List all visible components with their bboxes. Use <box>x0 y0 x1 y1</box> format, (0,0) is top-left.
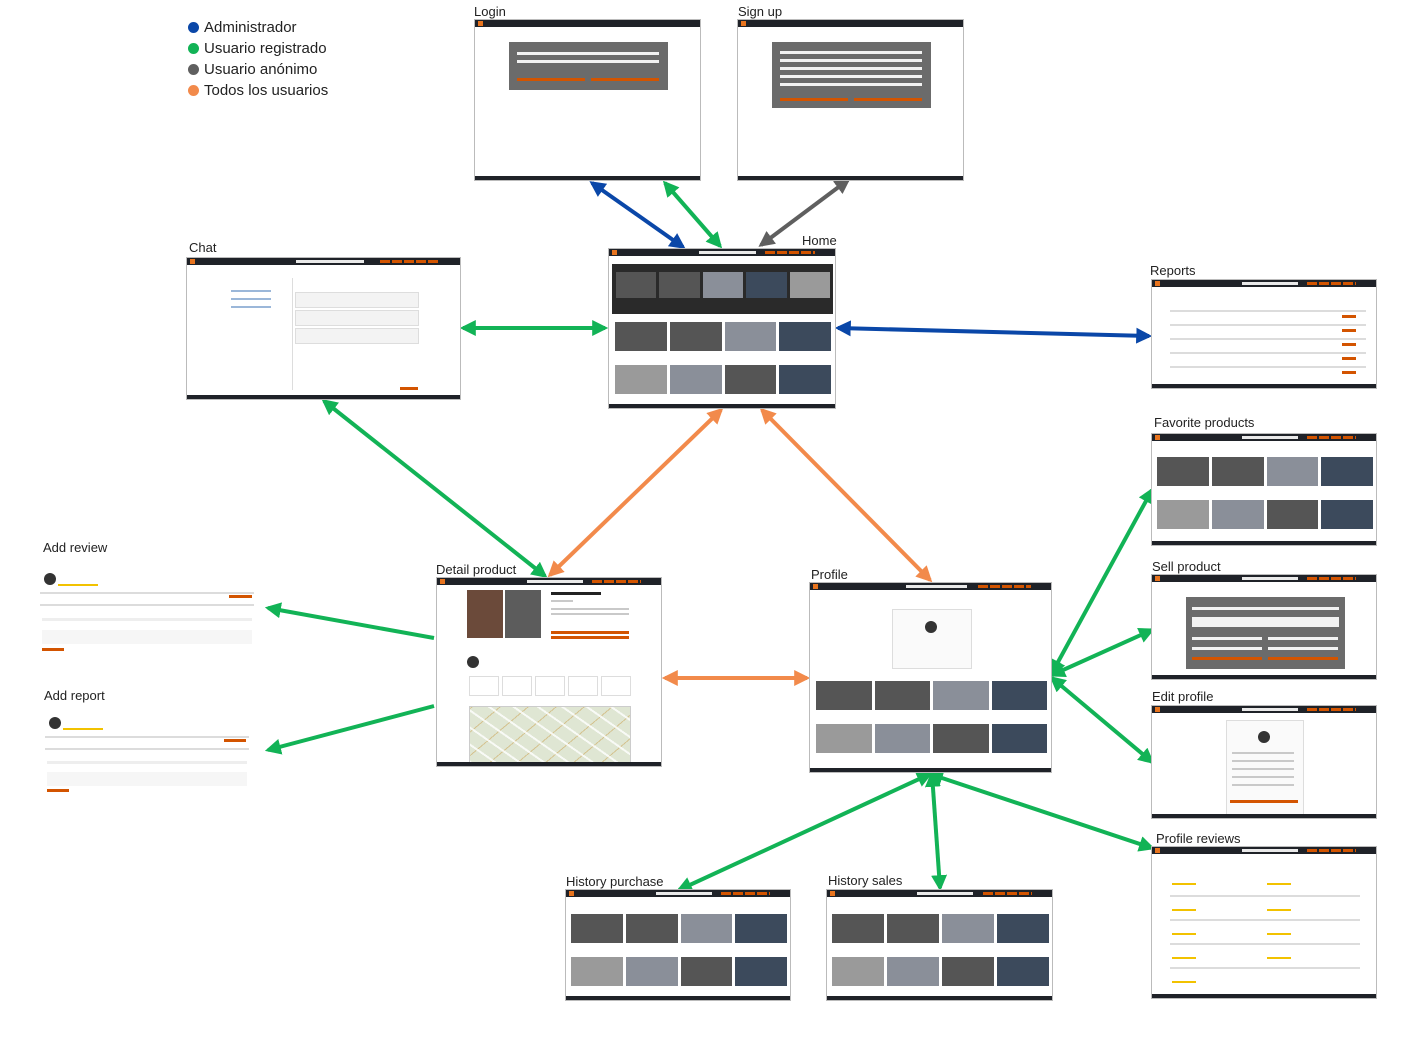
profile-reviews-title: Profile reviews <box>1156 831 1241 846</box>
home-title: Home <box>802 233 837 248</box>
arrow-login-home-admin <box>589 181 686 249</box>
signup-title: Sign up <box>738 4 783 19</box>
chat-title: Chat <box>189 240 217 255</box>
reports-screenshot <box>1151 279 1377 389</box>
history-sales-screenshot <box>826 889 1053 1001</box>
legend-label: Todos los usuarios <box>204 82 329 99</box>
legend-item-registered: Usuario registrado <box>188 38 328 59</box>
sell-product-screenshot <box>1151 574 1377 680</box>
profile-screenshot <box>809 582 1052 773</box>
arrow-profile-edit <box>1049 675 1155 765</box>
add-review-title: Add review <box>43 540 108 555</box>
profile-title: Profile <box>811 567 848 582</box>
history-purchase-title: History purchase <box>566 874 664 889</box>
add-review-screenshot <box>40 556 254 656</box>
detail-product-title: Detail product <box>436 562 517 577</box>
legend-item-admin: Administrador <box>188 17 328 38</box>
arrow-profile-sales <box>924 770 948 892</box>
login-screenshot <box>474 19 701 181</box>
signup-screenshot <box>737 19 964 181</box>
arrow-profile-reviews <box>926 770 1156 852</box>
arrow-detail-addreview <box>264 602 435 640</box>
home-screenshot <box>608 248 836 409</box>
arrow-home-profile <box>759 407 933 583</box>
legend-label: Administrador <box>204 19 297 36</box>
arrow-login-home-registered <box>662 180 723 249</box>
profile-reviews-screenshot <box>1151 846 1377 999</box>
legend-label: Usuario registrado <box>204 40 327 57</box>
add-report-screenshot <box>45 704 249 802</box>
arrow-signup-home-anonymous <box>758 178 851 247</box>
legend-item-anonymous: Usuario anónimo <box>188 59 328 80</box>
reports-title: Reports <box>1150 263 1196 278</box>
arrow-profile-purchase <box>676 772 933 892</box>
edit-profile-title: Edit profile <box>1152 689 1214 704</box>
sell-product-title: Sell product <box>1152 559 1221 574</box>
chat-screenshot <box>186 257 461 400</box>
legend: Administrador Usuario registrado Usuario… <box>188 17 328 101</box>
all-users-color-dot <box>188 85 199 96</box>
history-sales-title: History sales <box>828 873 903 888</box>
add-report-title: Add report <box>44 688 105 703</box>
arrow-detail-addreport <box>264 704 435 755</box>
legend-item-all: Todos los usuarios <box>188 80 328 101</box>
arrow-profile-sell <box>1049 627 1155 678</box>
history-purchase-screenshot <box>565 889 791 1001</box>
arrow-profile-favorites <box>1050 487 1154 676</box>
edit-profile-screenshot <box>1151 705 1377 819</box>
favorite-products-title: Favorite products <box>1154 415 1255 430</box>
login-title: Login <box>474 4 506 19</box>
arrow-chat-detail <box>321 399 548 578</box>
arrow-home-detail <box>547 407 724 578</box>
legend-label: Usuario anónimo <box>204 61 318 78</box>
favorite-products-screenshot <box>1151 433 1377 546</box>
arrow-home-reports <box>834 320 1153 344</box>
detail-product-screenshot <box>436 577 662 767</box>
admin-color-dot <box>188 22 199 33</box>
registered-color-dot <box>188 43 199 54</box>
anonymous-color-dot <box>188 64 199 75</box>
